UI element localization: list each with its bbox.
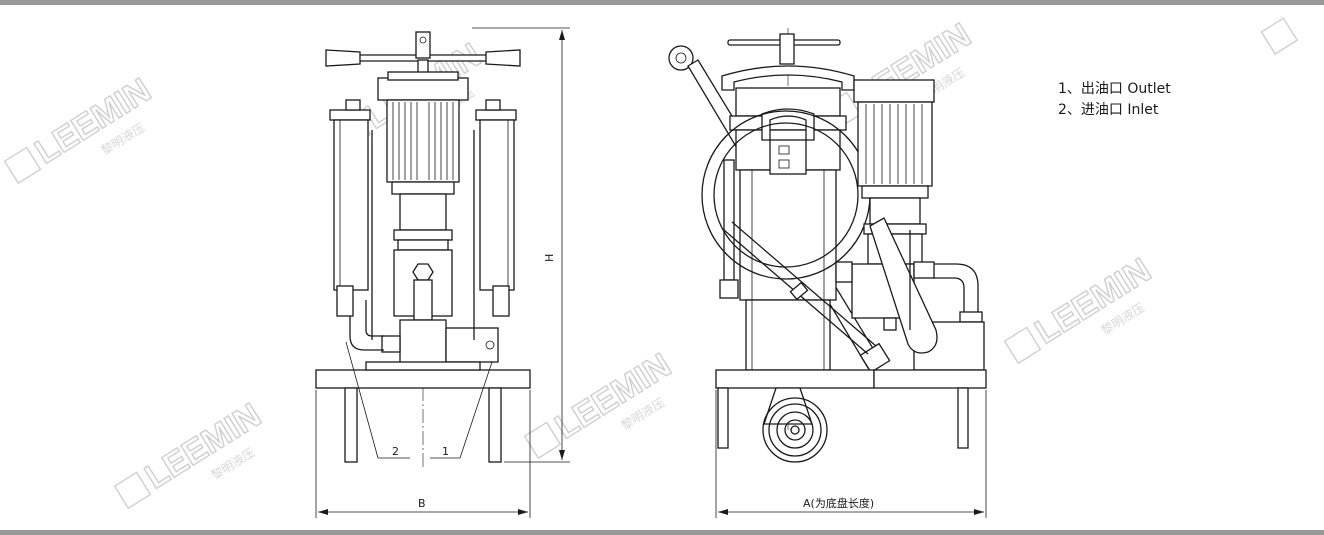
dimension-h-label: H (543, 254, 556, 262)
watermark-bottom-right: LEEMIN 黎明液压 (1003, 250, 1158, 365)
front-view: 2 1 H B (315, 27, 570, 518)
legend-item-outlet: 1、出油口 Outlet (1058, 81, 1171, 97)
dimension-a-label: A(为底盘长度) (803, 496, 874, 510)
watermark-bottom-center: LEEMIN 黎明液压 (523, 345, 678, 460)
top-frame-bar (0, 0, 1324, 5)
dimension-b-label: B (418, 497, 426, 510)
side-view: A(为底盘长度) (668, 28, 987, 518)
watermark-left: LEEMIN 黎明液压 (3, 70, 158, 185)
side-motor-fins (865, 104, 923, 184)
watermark-corner (1260, 17, 1299, 55)
watermark-bottom-left: LEEMIN 黎明液压 (113, 395, 268, 510)
legend-item-inlet: 2、进油口 Inlet (1058, 102, 1159, 118)
motor-fins (392, 102, 454, 180)
legend: 1、出油口 Outlet 2、进油口 Inlet (1058, 79, 1171, 121)
callout-inlet-number: 2 (392, 445, 399, 458)
callout-outlet-number: 1 (442, 445, 449, 458)
bottom-frame-bar (0, 530, 1324, 535)
